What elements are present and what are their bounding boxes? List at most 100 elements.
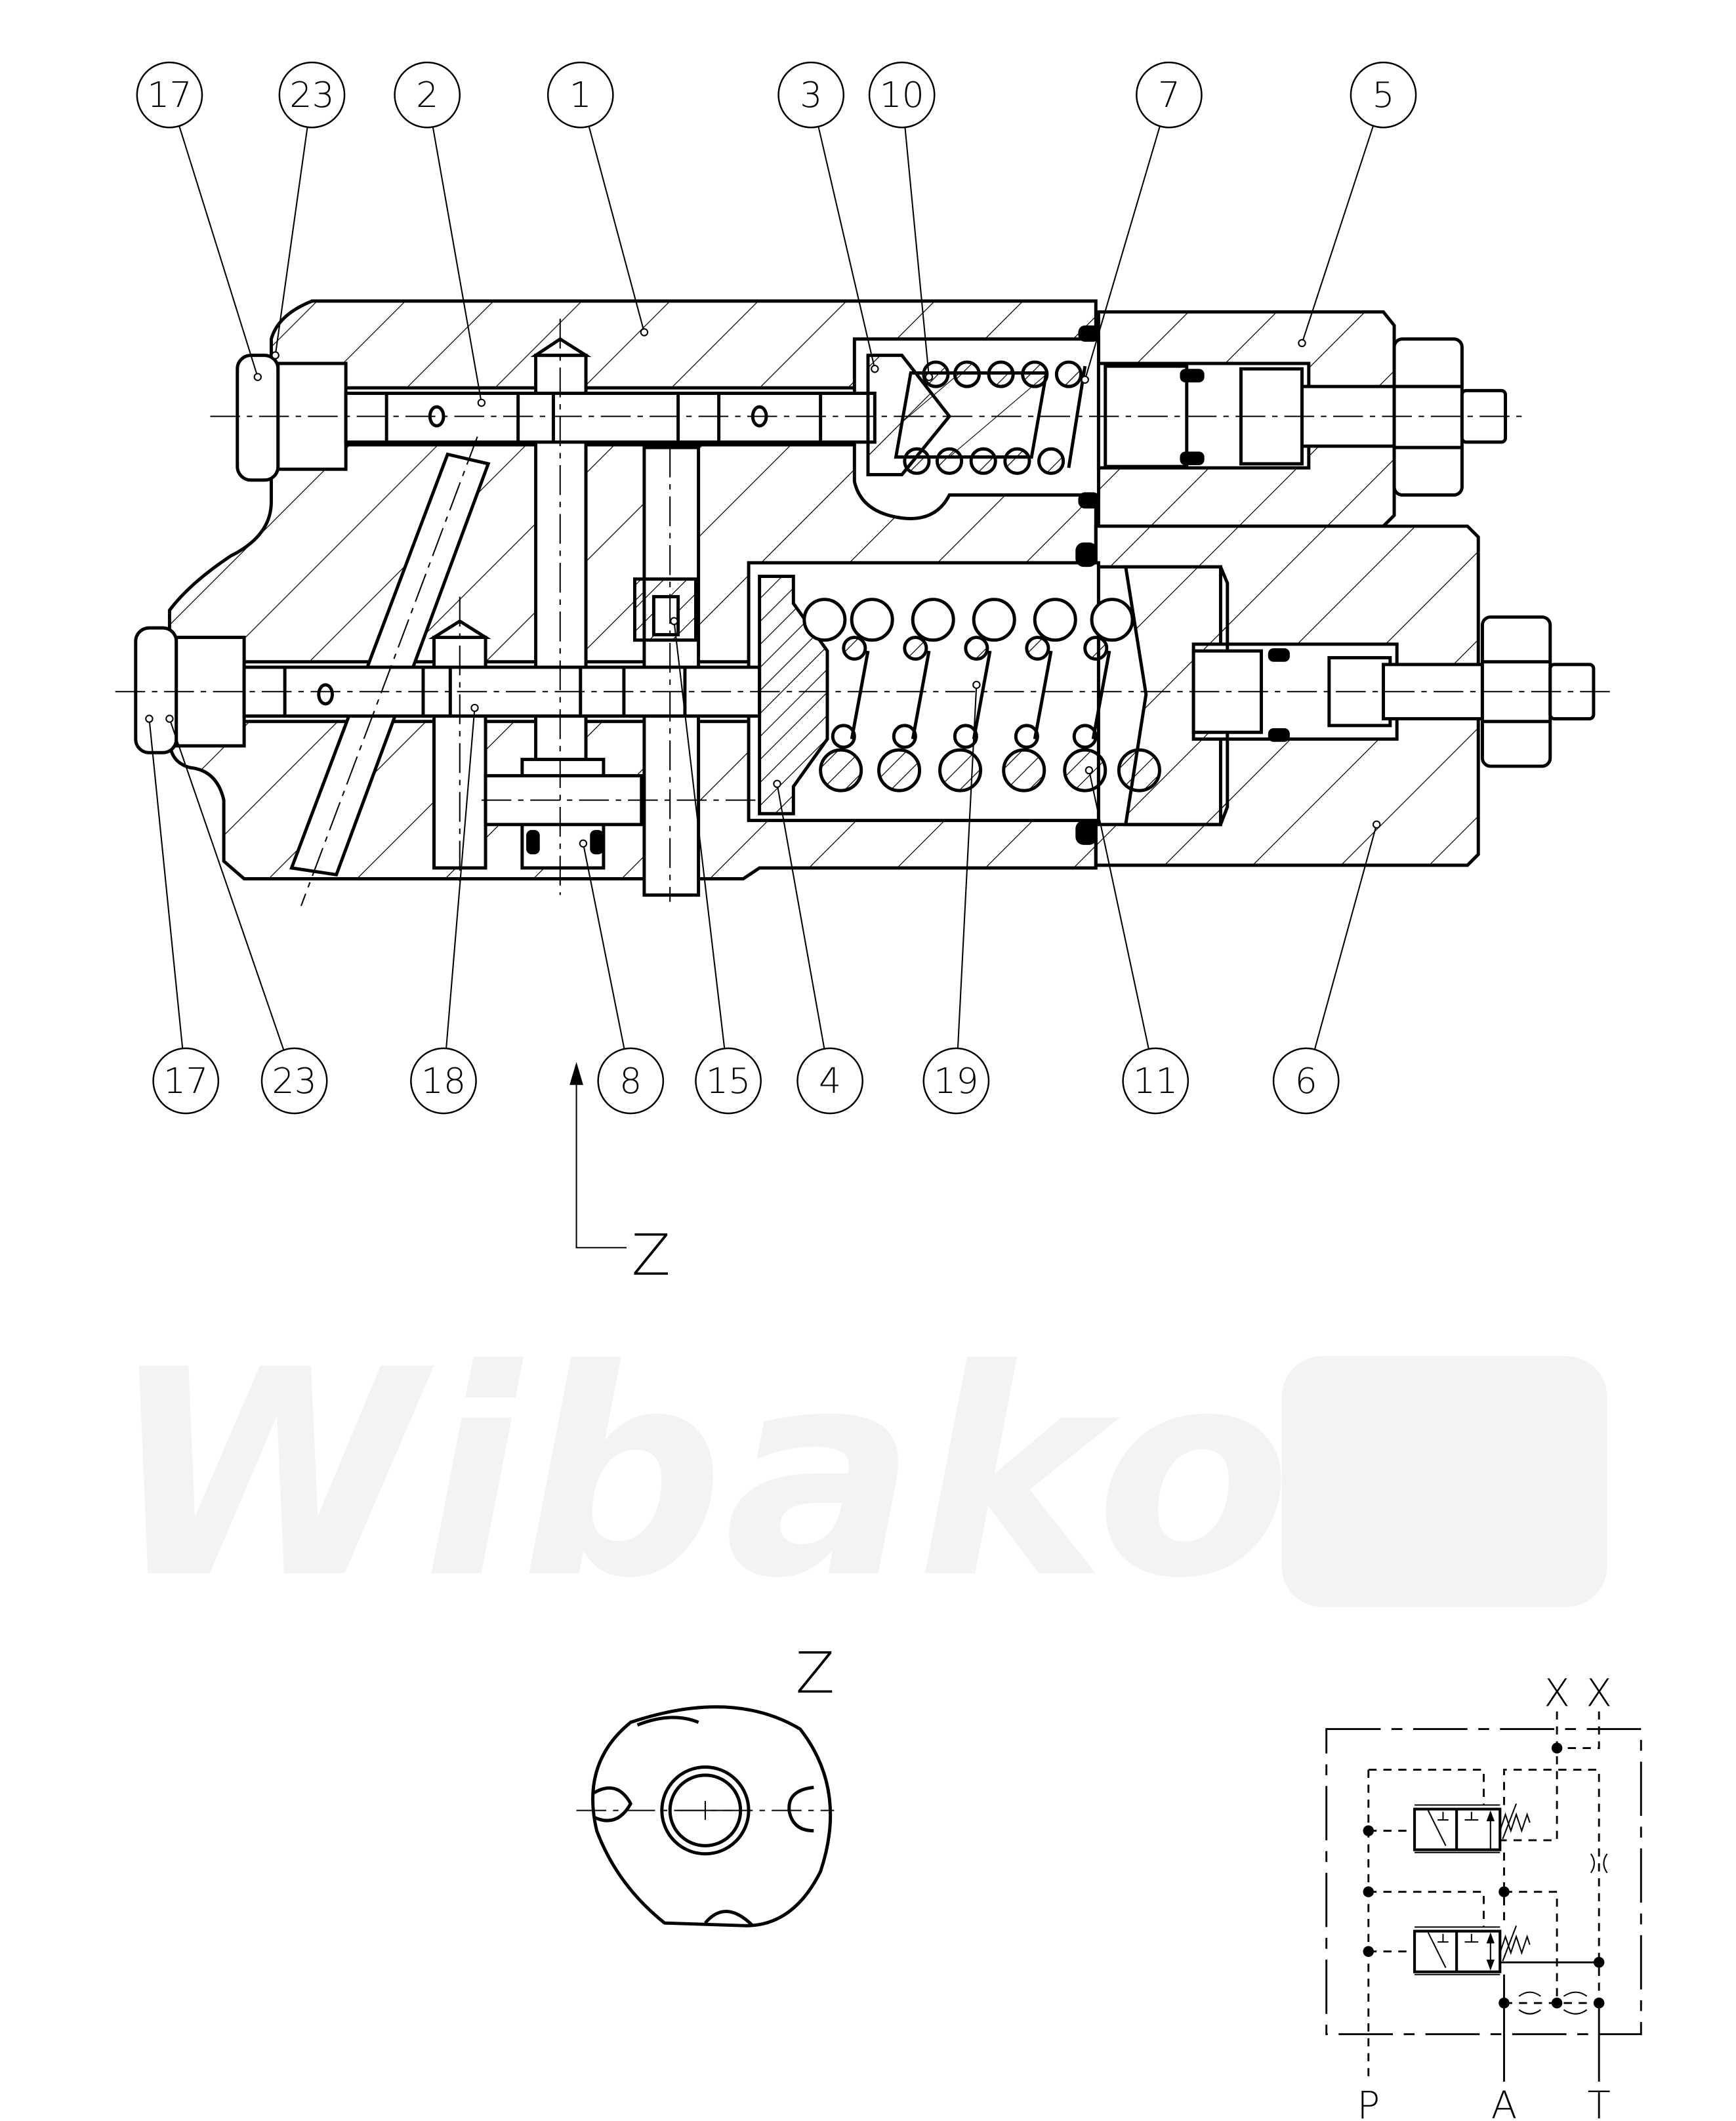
balloon-circle — [922, 1047, 990, 1115]
spring-coil — [850, 598, 894, 642]
leader-line — [776, 783, 825, 1049]
leader-line — [673, 621, 726, 1049]
part-balloon: 5 — [1298, 61, 1417, 348]
part-balloon: 1 — [547, 61, 649, 337]
leader-line — [588, 126, 645, 333]
part-balloon: 15 — [670, 617, 762, 1115]
leader-point — [640, 328, 649, 337]
spring-coil — [802, 598, 847, 642]
leader-point — [1085, 766, 1094, 775]
balloon-circle — [1136, 61, 1203, 129]
spring-coil-inner — [831, 724, 856, 749]
spring-coil-inner — [1014, 724, 1039, 749]
part-balloon: 10 — [868, 61, 936, 381]
part-balloon: 17 — [136, 61, 262, 381]
spring-coil — [972, 598, 1016, 642]
part-number: 10 — [879, 74, 924, 115]
detail-view-label: Z — [796, 1640, 835, 1706]
spring-coil-inner — [842, 636, 867, 661]
part-balloon: 23 — [271, 61, 346, 360]
balloon-circle — [1272, 1047, 1340, 1115]
balloon-circle — [597, 1047, 665, 1115]
hydraulic-schematic: X X P A T — [1325, 1670, 1642, 2121]
part-number: 7 — [1158, 74, 1180, 115]
pressure-valve-upper — [1413, 1803, 1531, 1853]
leader-point — [773, 779, 781, 789]
spring-coil — [877, 748, 922, 793]
leader-point — [145, 714, 154, 723]
spring-coil-inner — [903, 636, 928, 661]
part-balloon: 8 — [579, 839, 665, 1115]
part-number: 18 — [421, 1060, 466, 1102]
leader-line — [178, 125, 258, 377]
spring-coil-inner — [892, 724, 917, 749]
detail-view-z: Z — [576, 1640, 835, 1927]
leader-point — [972, 680, 981, 690]
part-number: 17 — [163, 1060, 208, 1102]
port-x-label: X — [1544, 1670, 1570, 1715]
spring-wire — [972, 650, 992, 740]
leader-line — [432, 127, 482, 403]
part-balloon: 3 — [777, 61, 879, 373]
balloon-circle — [1122, 1047, 1189, 1115]
spring-coil — [1033, 598, 1077, 642]
spring-lower — [802, 598, 1161, 793]
spool-upper — [236, 325, 1508, 509]
leader-point — [1298, 339, 1306, 348]
leader-line — [1084, 125, 1161, 381]
part-balloon: 23 — [165, 714, 328, 1115]
port-x-label: X — [1586, 1670, 1612, 1715]
leader-point — [253, 373, 262, 381]
leader-line — [817, 126, 876, 369]
spring-coil — [1090, 598, 1134, 642]
spring-wire — [911, 650, 931, 740]
port-t-label: T — [1588, 2083, 1611, 2121]
leader-point — [579, 839, 588, 848]
leader-point — [271, 351, 279, 360]
pilot-lines — [1367, 1711, 1600, 2082]
part-number: 4 — [819, 1060, 841, 1102]
leader-line — [445, 707, 476, 1049]
leader-line — [169, 718, 285, 1050]
part-number: 3 — [800, 74, 822, 115]
balloon-circle — [1350, 61, 1417, 129]
view-marker-label: Z — [632, 1222, 671, 1288]
balloon-circle — [278, 61, 346, 129]
part-number: 8 — [619, 1060, 642, 1102]
part-balloon: 11 — [1085, 766, 1189, 1115]
part-number: 6 — [1295, 1060, 1317, 1102]
watermark-logo: Wibako — [108, 1309, 1607, 1641]
part-number: 15 — [706, 1060, 751, 1102]
port-p-label: P — [1357, 2083, 1380, 2121]
spring-coil-inner — [1083, 636, 1109, 661]
part-balloon: 7 — [1081, 61, 1203, 384]
leader-line — [274, 127, 308, 356]
balloon-circle — [547, 61, 614, 129]
part-number: 19 — [934, 1060, 978, 1102]
view-z-marker: Z — [569, 1061, 671, 1288]
spring-coil — [1002, 748, 1046, 793]
part-number: 1 — [569, 74, 592, 115]
orifices — [1518, 1853, 1608, 2015]
balloon-circle — [777, 61, 845, 129]
spring-coil-inner — [1025, 636, 1050, 661]
leader-line — [1088, 770, 1149, 1050]
part-balloon: 17 — [145, 714, 220, 1115]
junction-dots — [1363, 1742, 1605, 2009]
leader-line — [1313, 824, 1378, 1050]
balloon-circle — [152, 1047, 220, 1115]
balloon-circle — [410, 1047, 477, 1115]
part-balloon: 18 — [410, 703, 479, 1115]
leader-point — [670, 617, 678, 625]
pressure-valve-lower — [1413, 1925, 1531, 1975]
spring-coil — [819, 748, 863, 793]
center-lines — [115, 318, 1614, 907]
spring-coil-inner — [953, 724, 978, 749]
part-number: 23 — [272, 1060, 316, 1102]
spring-coil-inner — [1072, 724, 1098, 749]
part-number: 17 — [147, 74, 192, 115]
leader-line — [582, 843, 625, 1050]
